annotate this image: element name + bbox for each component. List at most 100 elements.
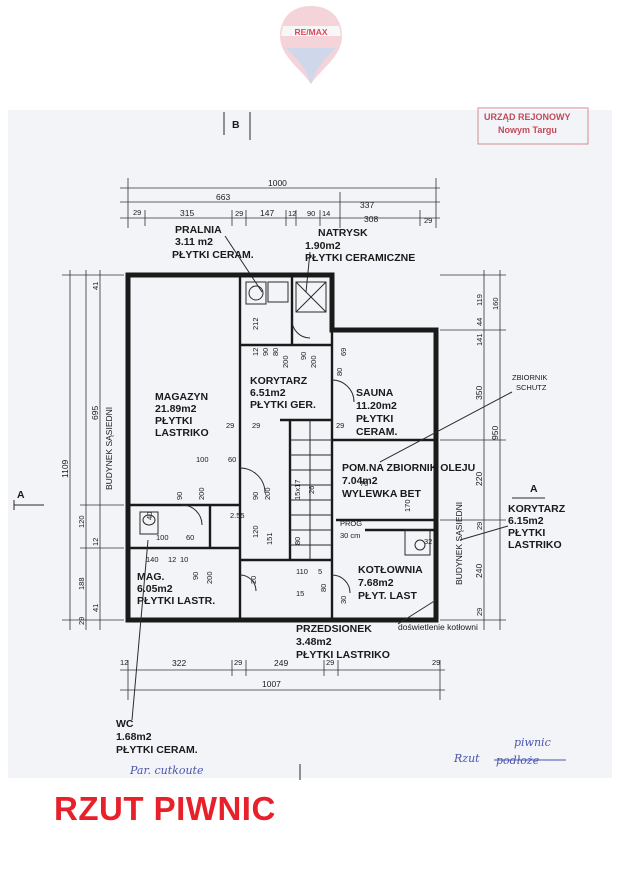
room-przedsionek-area: 3.48m2 [296,636,332,648]
svg-text:15x17: 15x17 [293,480,302,500]
bottom-dimensions: 12 322 29 249 29 29 1007 [120,658,445,700]
room-natrysk-name: NATRYSK [318,227,368,239]
room-wc-name: WC [116,718,134,730]
svg-text:90: 90 [307,209,315,218]
svg-text:12: 12 [91,538,100,546]
svg-text:29: 29 [234,658,242,667]
svg-text:80: 80 [271,348,280,356]
room-przedsionek-name: PRZEDSIONEK [296,623,372,635]
room-pralnia-area: 3.11 m2 [175,236,213,248]
section-mark-a-left: A [17,489,25,501]
svg-text:322: 322 [172,658,186,668]
svg-text:212: 212 [251,317,260,330]
prog-dim: 30 cm [340,531,360,540]
room-wc-finish: PŁYTKI CERAM. [116,744,198,756]
room-magazyn-finish2: LASTRIKO [155,427,209,439]
room-wc-area: 1.68m2 [116,731,152,743]
svg-text:90: 90 [251,492,260,500]
room-pralnia-name: PRALNIA [175,224,222,236]
room-zbiornik-finish: WYLEWKA BET [342,488,422,500]
room-natrysk-finish: PŁYTKI CERAMICZNE [305,252,415,264]
room-korytarz1-finish: PŁYTKI GER. [250,399,316,411]
top-dimensions: 1000 663 337 29 315 29 147 12 90 14 308 … [120,178,440,228]
left-dimensions: 41 695 1109 120 12 188 41 29 [60,270,124,630]
svg-text:80: 80 [293,537,302,545]
dim-top-b: 337 [360,200,374,210]
svg-text:90: 90 [191,572,200,580]
svg-text:200: 200 [263,487,272,500]
room-sauna-finish: PŁYTKI [356,413,393,425]
svg-text:14: 14 [322,209,330,218]
lighting-note: doświetlenie kotłowni [398,622,478,632]
svg-text:1109: 1109 [60,459,70,478]
svg-text:80: 80 [319,584,328,592]
svg-text:350: 350 [474,386,484,400]
prog-label: PROG [340,519,362,528]
svg-text:69: 69 [339,348,348,356]
svg-text:29: 29 [252,421,260,430]
stamp-line-1: URZĄD REJONOWY [484,112,571,122]
handwritten-note: Rzut [453,752,480,765]
svg-text:30: 30 [339,596,348,604]
office-stamp: URZĄD REJONOWY Nowym Targu [477,107,589,145]
svg-text:41: 41 [91,282,100,290]
svg-text:29: 29 [226,421,234,430]
svg-text:308: 308 [364,214,378,224]
dim-top-total: 1000 [268,178,287,188]
svg-text:60: 60 [186,533,194,542]
svg-text:100: 100 [156,533,169,542]
room-natrysk-area: 1.90m2 [305,240,341,252]
room-mag-name: MAG. [137,571,164,583]
svg-text:41: 41 [91,604,100,612]
svg-text:160: 160 [491,297,500,310]
fixtures [139,281,431,594]
handwritten-replacement: piwnic [514,736,551,749]
svg-text:90: 90 [261,348,270,356]
room-sauna-finish2: CERAM. [356,426,397,438]
svg-text:200: 200 [205,571,214,584]
svg-text:29: 29 [326,658,334,667]
svg-text:29: 29 [432,658,440,667]
svg-text:119: 119 [475,294,484,306]
svg-text:110: 110 [296,567,308,576]
svg-text:12: 12 [120,658,128,667]
neighbor-label-left: BUDYNEK SĄSIEDNI [104,407,114,490]
page-title: RZUT PIWNIC [54,790,276,827]
svg-text:140: 140 [146,555,159,564]
svg-text:90: 90 [175,492,184,500]
svg-text:240: 240 [474,564,484,578]
svg-text:15: 15 [296,589,304,598]
svg-text:2.55: 2.55 [230,511,245,520]
svg-text:170: 170 [403,499,412,512]
svg-text:220: 220 [474,472,484,486]
stamp-line-2: Nowym Targu [498,125,557,135]
room-zbiornik-area: 7.04m2 [342,475,378,487]
section-mark-a-right: A [530,483,538,495]
svg-text:315: 315 [180,208,194,218]
dim-bottom-total: 1007 [262,679,281,689]
svg-text:29: 29 [475,522,484,530]
remax-balloon-logo: RE/MAX [280,6,342,84]
svg-text:60: 60 [228,455,236,464]
svg-text:26: 26 [307,486,316,494]
room-magazyn-name: MAGAZYN [155,391,208,403]
room-kotlownia-finish: PŁYT. LAST [358,590,418,602]
svg-text:80: 80 [335,368,344,376]
svg-text:100: 100 [196,455,209,464]
room-korytarz2-finish2: LASTRIKO [508,539,562,551]
tank-label-2: SCHUTZ [516,383,547,392]
svg-text:695: 695 [90,406,100,420]
svg-text:29: 29 [133,208,141,217]
room-przedsionek-finish: PŁYTKI LASTRIKO [296,649,390,661]
svg-text:200: 200 [197,487,206,500]
svg-text:10: 10 [180,555,188,564]
svg-text:20: 20 [249,576,258,584]
brand-logo-text: RE/MAX [294,27,327,37]
svg-text:200: 200 [281,355,290,368]
room-sauna-area: 11.20m2 [356,400,397,412]
room-korytarz1-area: 6.51m2 [250,387,286,399]
room-korytarz2-finish: PŁYTKI [508,527,545,539]
room-korytarz2-area: 6.15m2 [508,515,544,527]
svg-text:200: 200 [309,355,318,368]
